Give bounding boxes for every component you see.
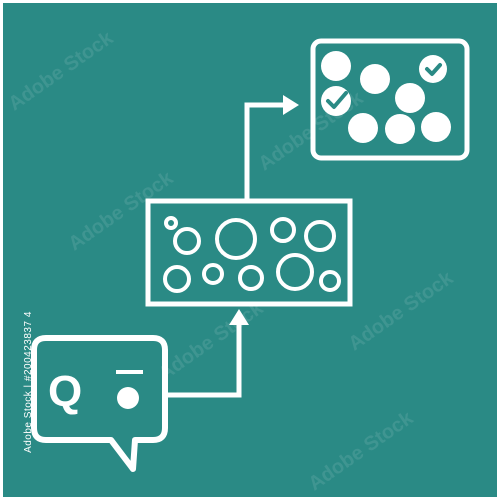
stock-id-label: Adobe Stock | #200423837 4 — [23, 311, 34, 453]
check-icon — [326, 91, 348, 109]
result-panel-frame — [310, 38, 470, 161]
arrow-1-icon — [166, 309, 249, 398]
circle-grid-icon — [145, 198, 353, 307]
teal-tile: Q — [3, 3, 497, 497]
check-icon — [425, 63, 442, 76]
arrow-2-icon — [244, 95, 299, 200]
dot-mark — [117, 387, 139, 409]
bar-mark — [116, 370, 143, 374]
source-panel-frame — [145, 198, 353, 307]
flow-diagram-svg: Q — [3, 3, 497, 497]
question-letter: Q — [48, 367, 82, 416]
speech-bubble-icon: Q — [31, 335, 168, 472]
selected-circles-icon — [310, 38, 470, 161]
